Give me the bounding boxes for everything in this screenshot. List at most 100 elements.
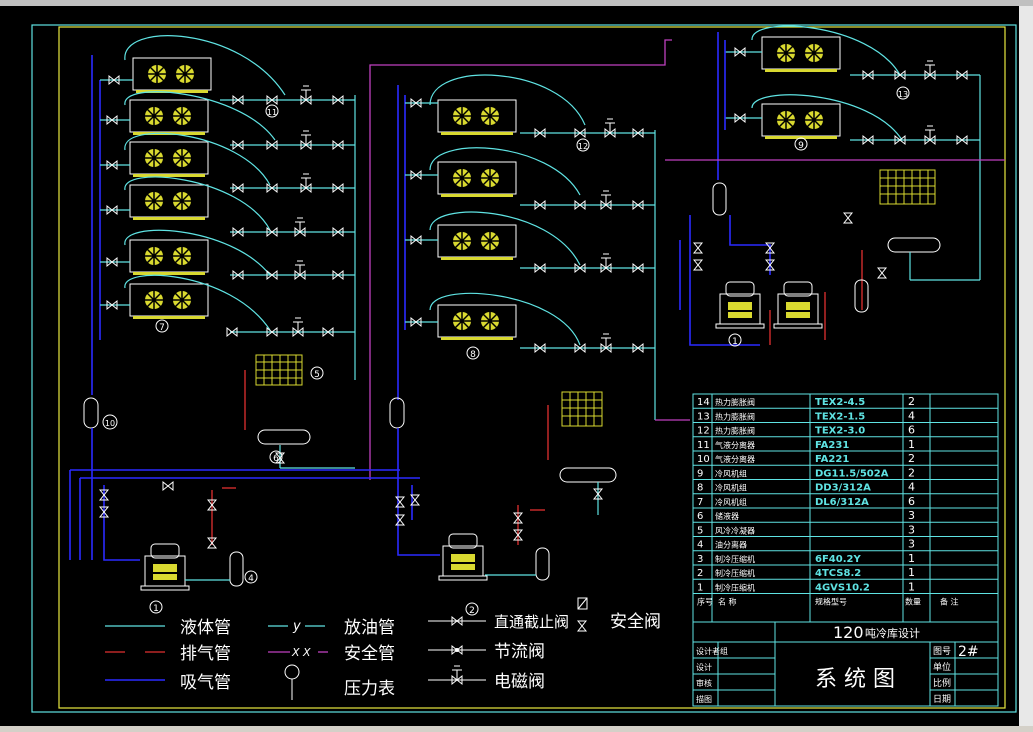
row-name: 制冷压缩机 (715, 582, 755, 592)
header-name: 名 称 (718, 597, 737, 607)
legend-suction-pipe: 吸气管 (180, 673, 231, 693)
callout-compressor-1: 1 (153, 604, 159, 614)
legend-solenoid-valve: 电磁阀 (494, 672, 545, 692)
legend-safety-valve: 安全阀 (610, 612, 661, 632)
legend-oil-symbol: y (292, 619, 301, 634)
callout-valve-11: 11 (267, 108, 277, 117)
row-model: FA221 (815, 454, 849, 465)
left-evaporator-group (91, 35, 356, 395)
title-block: 120 吨冷库设计 系 统 图 设计者组 设计 审核 描图 图号 2# 单位 比… (692, 621, 999, 707)
row-name: 冷风机组 (715, 483, 747, 493)
row-name: 储液器 (715, 511, 739, 521)
row-model: DD3/312A (815, 483, 871, 494)
row-no: 6 (697, 511, 703, 522)
project-name: 吨冷库设计 (865, 627, 920, 640)
row-model: 6F40.2Y (815, 554, 861, 565)
row-name: 热力膨胀阀 (715, 411, 755, 421)
row-qty: 3 (908, 538, 915, 551)
row-no: 1 (697, 582, 703, 593)
callout-valve-12: 12 (578, 142, 588, 151)
label-unit: 单位 (933, 661, 951, 673)
row-name: 气液分离器 (715, 440, 755, 450)
row-model: 4GVS10.2 (815, 582, 870, 593)
row-qty: 4 (908, 481, 915, 494)
legend-liquid-pipe: 液体管 (180, 618, 231, 638)
header-remark: 备 注 (940, 597, 959, 607)
drawing-number: 2# (958, 644, 979, 660)
header-qty: 数量 (905, 597, 921, 607)
row-name: 制冷压缩机 (715, 568, 755, 578)
outer-border (31, 24, 1017, 713)
row-model: TEX2-3.0 (815, 426, 865, 437)
row-model: FA231 (815, 440, 849, 451)
row-no: 13 (697, 411, 710, 422)
legend-stop-valve: 直通截止阀 (494, 613, 569, 631)
row-no: 2 (697, 568, 703, 579)
window-top-edge (0, 0, 1033, 6)
compressor-3-pair (715, 281, 823, 329)
legend-safety-pipe: 安全管 (344, 644, 395, 664)
legend-safety-symbol: X X (291, 646, 311, 659)
compressor-1 (140, 543, 244, 591)
label-drawing-no: 图号 (933, 646, 951, 657)
label-date: 日期 (933, 694, 951, 705)
row-no: 14 (697, 397, 710, 408)
row-model: TEX2-1.5 (815, 411, 865, 422)
row-qty: 6 (908, 424, 915, 437)
row-name: 气液分离器 (715, 454, 755, 464)
callout-valve-13: 13 (898, 90, 908, 99)
safety-valve-icon (577, 597, 588, 610)
window-scrollbar[interactable] (1019, 6, 1033, 726)
right-evaporator-group (717, 25, 981, 280)
legend-throttle-valve: 节流阀 (494, 642, 545, 662)
row-qty: 1 (908, 580, 915, 593)
row-qty: 1 (908, 438, 915, 451)
safety-lines (369, 39, 1005, 480)
legend-oil-drain-pipe: 放油管 (344, 618, 395, 638)
label-designers: 设计者组 (696, 646, 728, 656)
gas-liquid-separators (83, 182, 869, 429)
status-bar (0, 726, 1033, 732)
middle-evaporator-group (397, 74, 656, 420)
condenser-middle (547, 391, 617, 515)
row-model: DG11.5/502A (815, 468, 889, 479)
header-no: 序号 (697, 597, 713, 607)
callouts: 1 1 2 4 5 6 7 8 9 10 11 12 13 9 (102, 86, 910, 616)
discharge-lines (207, 212, 887, 549)
row-qty: 3 (908, 523, 915, 536)
label-tracing: 描图 (696, 694, 712, 704)
header-model: 规格型号 (815, 597, 847, 607)
label-design: 设计 (696, 662, 712, 672)
row-name: 油分离器 (715, 540, 747, 550)
row-no: 3 (697, 554, 703, 565)
label-review: 审核 (696, 678, 712, 688)
drawing-title: 系 统 图 (815, 667, 895, 692)
legend-discharge-pipe: 排气管 (180, 644, 231, 664)
row-name: 制冷压缩机 (715, 554, 755, 564)
row-qty: 3 (908, 509, 915, 522)
row-no: 11 (697, 440, 710, 451)
pressure-gauge-icon (284, 664, 300, 680)
row-no: 12 (697, 426, 710, 437)
row-no: 8 (697, 483, 703, 494)
callout-compressor-2: 2 (469, 606, 475, 616)
callout-receiver: 6 (273, 454, 279, 464)
row-no: 4 (697, 540, 703, 551)
legend: 液体管 排气管 吸气管 y 放油管 X X 安全管 压力表 直通截止阀 节流阀 … (105, 597, 661, 700)
row-no: 7 (697, 497, 703, 508)
suction-main-lines (69, 215, 775, 561)
callout-oil-separator: 4 (248, 574, 254, 584)
row-name: 冷风机组 (715, 497, 747, 507)
callout-unit-8: 8 (470, 350, 476, 360)
legend-pressure-gauge: 压力表 (344, 679, 395, 699)
callout-separator-10: 10 (105, 419, 115, 428)
row-name: 热力膨胀阀 (715, 426, 755, 436)
row-qty: 2 (908, 466, 915, 479)
condenser-left (244, 354, 355, 469)
row-qty: 1 (908, 552, 915, 565)
row-qty: 2 (908, 395, 915, 408)
callout-compressor-1b: 1 (732, 337, 738, 347)
row-qty: 2 (908, 452, 915, 465)
